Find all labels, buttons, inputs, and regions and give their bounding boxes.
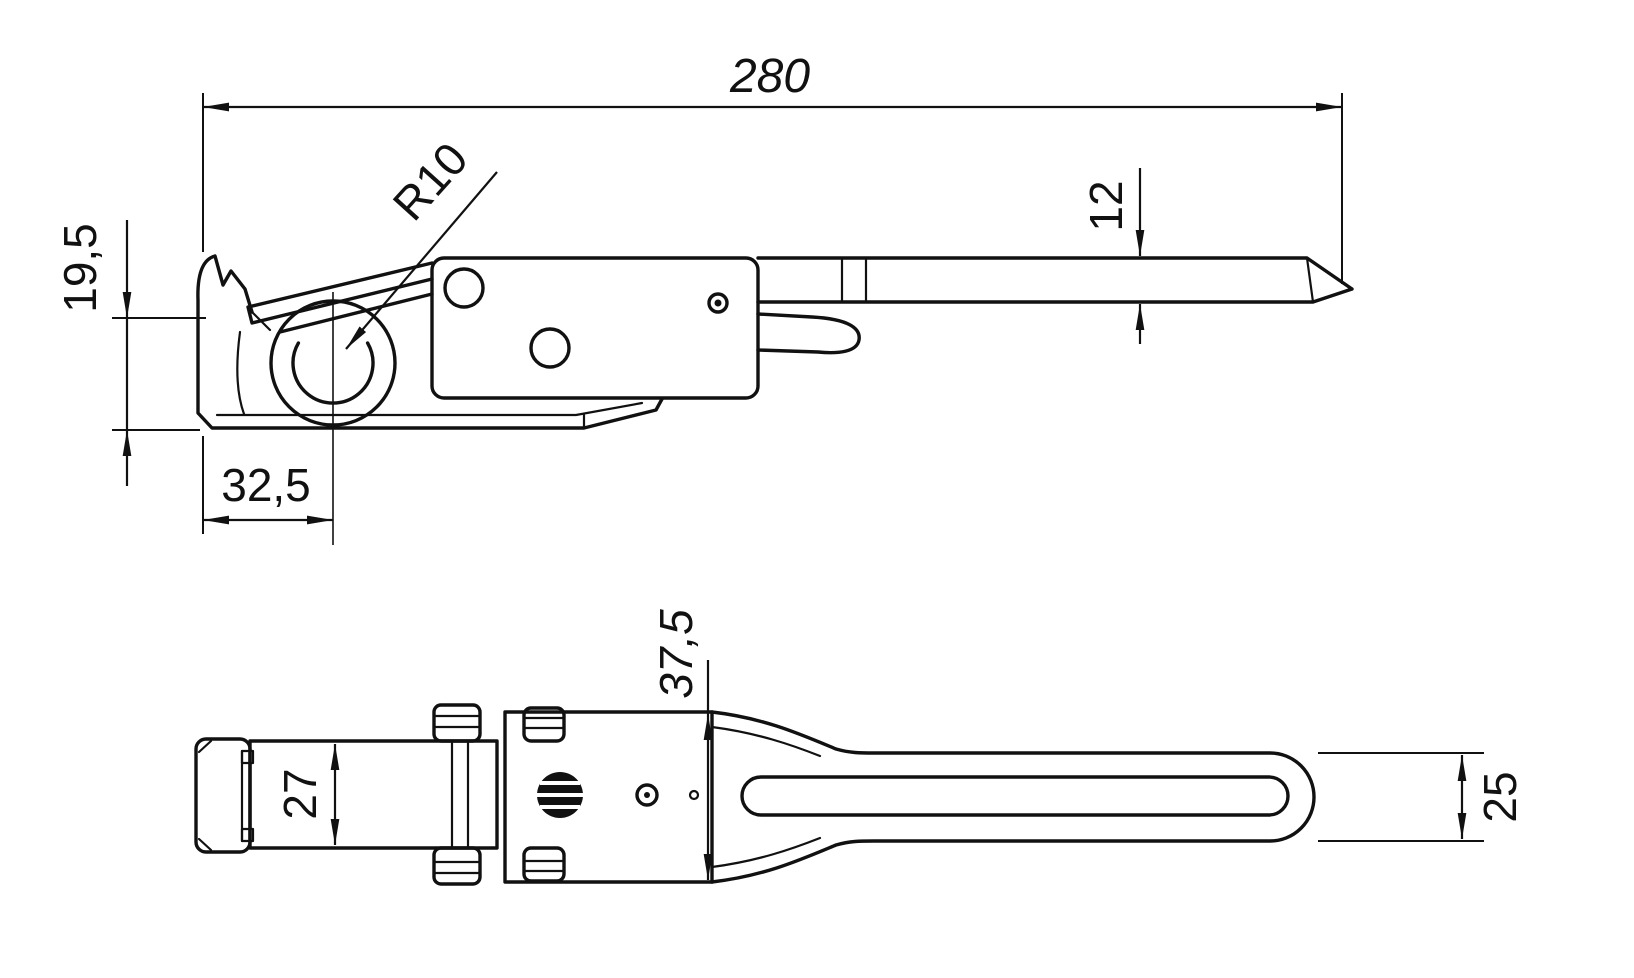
handle-slot — [740, 775, 1290, 817]
draw-bar — [756, 256, 1354, 304]
dim-label-bar-thickness: 12 — [1080, 180, 1132, 231]
draw-bar-detail-lines — [840, 256, 868, 304]
catch-plate-inner-edge — [215, 401, 644, 430]
dim-label-jaw-opening: 27 — [274, 768, 326, 819]
mount-plate — [503, 710, 714, 884]
body-pin-dot — [714, 299, 722, 307]
dim-cam-radius: R10 — [345, 133, 498, 350]
hinge-tab-top-2 — [522, 706, 566, 743]
lever-body — [430, 256, 760, 400]
body-hole-1 — [443, 267, 485, 309]
handle-taper-inner-lines — [710, 725, 822, 869]
dim-label-cam-offset: 32,5 — [221, 459, 311, 511]
plan-view-dimensions: 37,5 27 25 — [274, 609, 1526, 880]
hinge-tab-bottom-2 — [522, 846, 566, 883]
dim-cam-offset: 32,5 — [202, 292, 334, 545]
dim-catch-height: 19,5 — [54, 220, 206, 486]
catch-hook-outline — [196, 254, 664, 430]
body-hole-2 — [529, 327, 571, 369]
jaw-spring-plate — [246, 261, 434, 334]
side-view — [196, 254, 1354, 430]
hinge-tab-top-1 — [432, 703, 482, 743]
hinge-tab-top-2-lines — [522, 716, 566, 730]
dim-label-overall-length: 280 — [729, 50, 810, 103]
body-pin-ring — [707, 292, 729, 314]
dim-label-handle-width: 25 — [1474, 771, 1526, 822]
hinge-tab-top-1-lines — [432, 714, 482, 729]
handle-outline — [710, 710, 1316, 884]
jaw-plate-plan — [248, 739, 499, 850]
plan-view — [194, 703, 1316, 886]
plate-hole-center — [644, 792, 650, 798]
hinge-tab-bottom-2-lines — [522, 859, 566, 873]
dim-bar-thickness: 12 — [1080, 168, 1145, 344]
catch-inner-contour — [236, 330, 246, 416]
hinge-lines — [450, 739, 470, 850]
hinge-tab-bottom-1-lines — [432, 860, 482, 875]
dim-label-plate-width: 37,5 — [650, 609, 702, 699]
plate-hole — [635, 783, 659, 807]
hinge-tab-bottom-1 — [432, 846, 482, 886]
bracket-clip-top — [240, 749, 255, 765]
dim-jaw-opening: 27 — [274, 744, 340, 845]
dim-label-cam-radius: R10 — [383, 133, 478, 231]
bracket-corner-chamfers — [197, 739, 213, 852]
dim-overall-length: 280 — [202, 50, 1343, 284]
dim-handle-width: 25 — [1318, 752, 1526, 842]
dim-plate-width: 37,5 — [650, 609, 713, 880]
radius-leader-line — [345, 171, 498, 350]
draw-bar-tip-edge — [1305, 256, 1315, 304]
plate-pilot-dot — [688, 789, 700, 801]
bracket-clip-bottom — [240, 827, 255, 843]
dim-label-catch-height: 19,5 — [54, 223, 106, 313]
release-hook — [756, 312, 861, 355]
